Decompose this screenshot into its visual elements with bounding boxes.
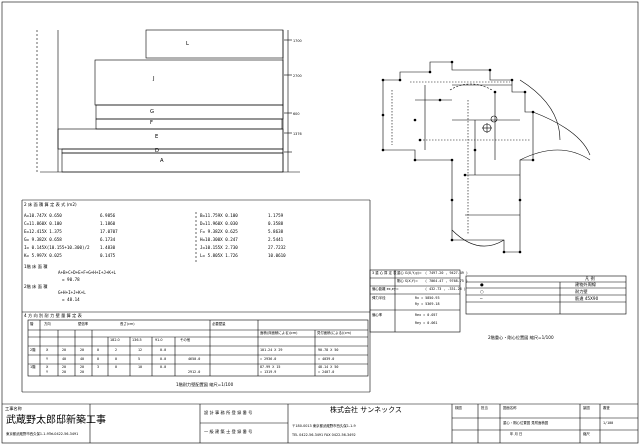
legend-label-3: 筋違 45X90 bbox=[575, 296, 599, 301]
center-row-s: 剛心 S(X,Y)= bbox=[397, 279, 418, 283]
company-tel: TEL 0422-56-3491 FAX 0422-56-3492 bbox=[292, 433, 356, 437]
r-label: 弾力半径 bbox=[372, 296, 386, 300]
floor1-formula: A+B+C+D+E+F+G+H+I+J+K+L bbox=[58, 270, 116, 275]
floor-label-e: E bbox=[155, 134, 159, 140]
arch-reg-label-2: 一 級 建 築 士 登 録 番 号 bbox=[204, 429, 253, 434]
area-table-title: 2 床 面 積 算 定 表 式 (m2) bbox=[24, 202, 77, 207]
center-table-lines bbox=[369, 269, 627, 333]
dim-3: 600 bbox=[293, 112, 300, 116]
legend-sym-1: ● bbox=[480, 282, 484, 287]
floor-label-d: D bbox=[155, 148, 159, 154]
legend-sym-3: ─ bbox=[480, 296, 483, 301]
floor-label-j: J bbox=[153, 76, 155, 82]
arch-reg-label: 設 計 事 務 所 登 録 番 号 bbox=[204, 410, 253, 415]
legend-label-1: 建物外周線 bbox=[575, 282, 596, 287]
dim-1: 1700 bbox=[293, 39, 302, 43]
floor2-value: = 48.14 bbox=[62, 297, 80, 302]
floor-label-l: L bbox=[186, 41, 189, 47]
floor1-value: = 90.78 bbox=[62, 277, 80, 282]
company-post: 〒180-0013 東京都武蔵野市西久保1-1-9 bbox=[292, 424, 356, 428]
plan-caption: 2階重心・剛心位置図 縮尺=1/100 bbox=[488, 335, 554, 340]
plan-wall-markers bbox=[381, 60, 535, 254]
floor2-formula: G+H+I+J+K+L bbox=[58, 290, 86, 295]
dim-2: 2700 bbox=[293, 74, 302, 78]
floor2-label: 2階 床 面 積 bbox=[24, 284, 48, 289]
legend-label-2: 耐力壁 bbox=[575, 289, 588, 294]
dim-4: 1376 bbox=[293, 132, 302, 136]
center-row-e: 偏心距離 ex,ey= bbox=[372, 287, 399, 291]
drawing-name: 重心・剛心位置図 見附面積図 bbox=[503, 421, 549, 425]
floor1-label: 1階 床 面 積 bbox=[24, 264, 48, 269]
center-table-title: 3 重 心 算 定 表 bbox=[372, 271, 397, 275]
wall-table-title: 4 方 向 別 耐 力 壁 量 算 定 表 bbox=[24, 313, 82, 318]
wall-table-lines bbox=[27, 319, 369, 377]
company-name: 株式会社 サンネックス bbox=[330, 406, 402, 414]
floor-label-f: F bbox=[150, 120, 153, 126]
elevation-drawing bbox=[36, 29, 300, 173]
work-label: 工事名称 bbox=[5, 406, 22, 411]
drawing-date: 年 月 日 bbox=[510, 432, 523, 436]
work-address: 東京都武蔵野市西久保1-1-9TeL0422-56-3491 bbox=[6, 432, 79, 436]
work-name: 武蔵野太郎邸新築工事 bbox=[6, 415, 106, 426]
title-block-lines bbox=[89, 404, 638, 443]
drawing-scale: 1/100 bbox=[603, 421, 614, 425]
floor-plan-drawing bbox=[382, 61, 591, 253]
e-label: 偏心率 bbox=[372, 313, 383, 317]
floor-label-g: G bbox=[150, 109, 155, 115]
wall-table-caption: 1階耐力壁配置図 縮尺=1/100 bbox=[176, 382, 234, 387]
floor-label-a: A bbox=[160, 158, 164, 164]
legend-sym-2: ○ bbox=[480, 289, 484, 294]
center-row-g: 重心 G(X,Y,g)= bbox=[397, 271, 422, 275]
legend-title: 凡 例 bbox=[585, 276, 595, 281]
